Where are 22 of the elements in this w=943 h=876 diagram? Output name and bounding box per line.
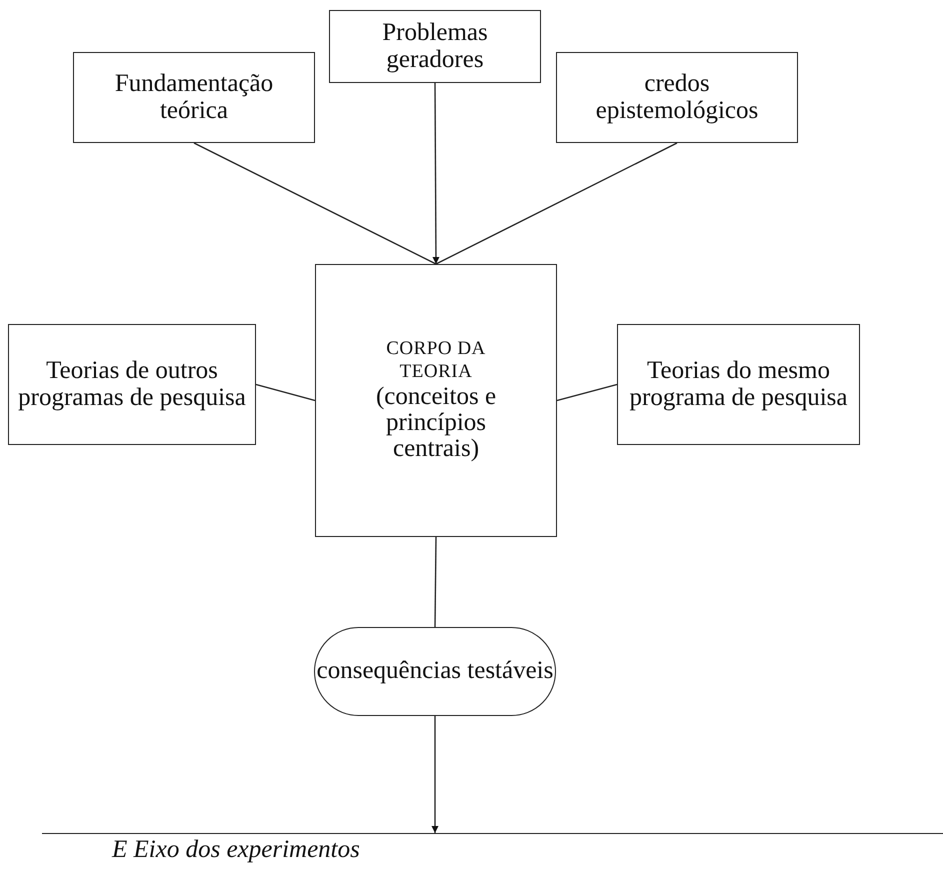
- box-heading: CORPO DA TEORIA: [385, 338, 487, 384]
- connector-line: [434, 537, 437, 627]
- box-text: Problemas geradores: [381, 20, 489, 73]
- box-text: (conceitos e princípios centrais): [374, 384, 498, 463]
- arrow: [432, 716, 438, 833]
- process-box: [329, 10, 541, 83]
- axis-label: E Eixo dos experimentos: [112, 836, 360, 864]
- process-box: [73, 52, 315, 143]
- box-text: Teorias de outros programas de pesquisa: [17, 358, 247, 411]
- process-box: [8, 324, 256, 445]
- process-box: [617, 324, 860, 445]
- connector-line: [436, 142, 678, 265]
- box-text: Teorias do mesmo programa de pesquisa: [628, 358, 848, 411]
- arrow: [432, 83, 440, 264]
- process-box: [315, 264, 557, 537]
- box-text: consequências testáveis: [316, 658, 554, 685]
- process-box: [556, 52, 798, 143]
- connector-line: [194, 142, 436, 265]
- connector-line: [556, 384, 618, 402]
- connector-line: [256, 384, 316, 402]
- box-text: credos epistemológicos: [594, 71, 760, 124]
- box-text: Fundamentação teórica: [114, 71, 274, 124]
